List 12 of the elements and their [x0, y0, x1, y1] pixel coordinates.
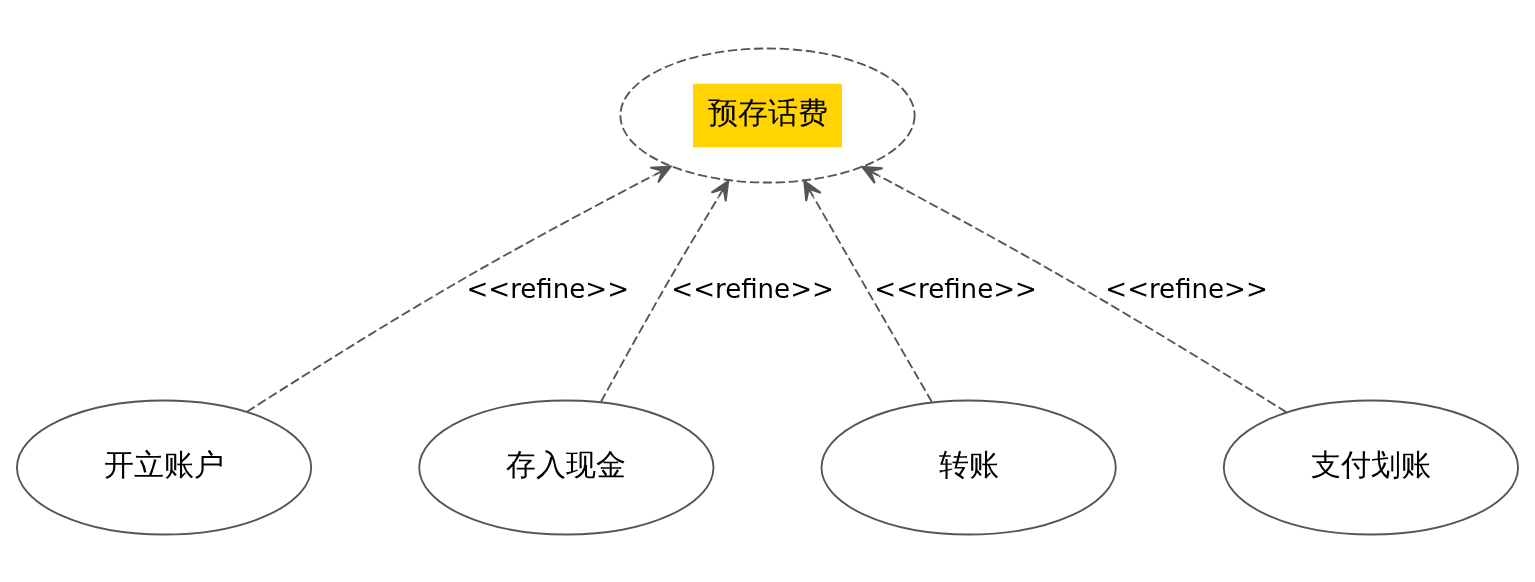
node-ellipse: 存入现金: [418, 399, 715, 535]
edge-label: <<refine>>: [671, 273, 834, 304]
arrow: [246, 165, 672, 413]
edge-label: <<refine>>: [874, 273, 1037, 304]
arrow: [600, 179, 730, 403]
edge-label: <<refine>>: [466, 273, 629, 304]
arrow: [861, 165, 1288, 413]
node-ellipse: 支付划账: [1222, 399, 1519, 535]
node-ellipse: 转账: [820, 399, 1117, 535]
arrow: [803, 179, 933, 403]
edge-label: <<refine>>: [1105, 273, 1268, 304]
node-ellipse: 开立账户: [16, 399, 313, 535]
